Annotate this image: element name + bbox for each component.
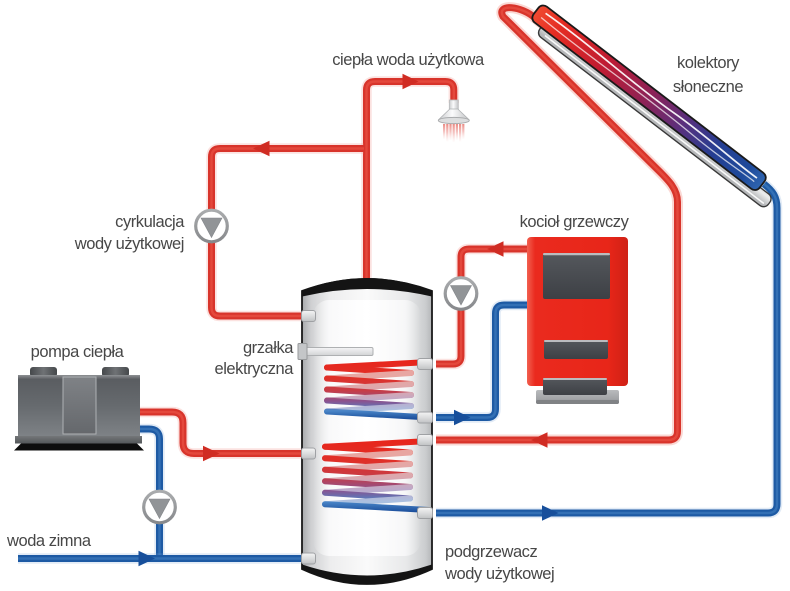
heat-pump-cap-left	[30, 367, 57, 377]
heater-rod	[304, 347, 374, 356]
solar-return-pipe-segment-3	[436, 183, 779, 515]
heat-pump-supply-pipe-segment-3	[139, 410, 306, 455]
labels: ciepła woda użytkowa kolektory słoneczne…	[6, 51, 744, 583]
label-heat-pump: pompa ciepła	[31, 343, 125, 361]
tank-top-cap	[301, 278, 433, 297]
lower-coil	[322, 438, 432, 513]
boiler-door-middle-rect-2	[544, 340, 608, 342]
arrow-boiler-return-right	[454, 409, 471, 426]
boiler-rect-1	[536, 400, 619, 404]
cold-water-pump-segment-1	[148, 498, 171, 520]
tank-inner-panel	[313, 300, 421, 556]
flow-arrows	[138, 73, 559, 567]
shower-water-rect-2	[446, 124, 449, 142]
heat-pump-plate	[14, 443, 144, 451]
heat-pump-return-pipe	[139, 423, 165, 559]
lower-coil-segment-12	[322, 501, 432, 513]
boiler	[527, 237, 628, 404]
tank-bottom-cap	[301, 564, 433, 585]
heat-pump-center-panel	[62, 376, 97, 435]
label-collectors-1: kolektory	[677, 54, 740, 72]
boiler-door-bottom	[543, 378, 607, 395]
label-cold-water: woda zimna	[6, 532, 92, 550]
tank-stubs-rect-7	[417, 507, 433, 519]
shower-water-rect-5	[455, 124, 458, 140]
boiler-pump	[443, 276, 479, 311]
upper-coil	[324, 359, 432, 421]
circulation-pump	[194, 208, 229, 244]
arrow-hot-water-right	[402, 73, 419, 90]
shower-water	[443, 124, 465, 142]
heater-flange	[297, 343, 308, 360]
collector-tube	[531, 4, 767, 191]
boiler-return-pipe	[436, 299, 530, 423]
solar-collector	[531, 4, 772, 208]
arrow-solar-return-right	[542, 505, 559, 521]
solar-return-pipe	[436, 179, 783, 519]
shower-water-rect-7	[462, 124, 465, 139]
heat-pump-supply-pipe	[139, 406, 306, 459]
boiler-door-bottom-rect-2	[543, 378, 607, 380]
shower-rim	[437, 116, 470, 125]
shower-head	[437, 99, 470, 142]
upper-coil-segment-10	[324, 408, 432, 421]
shower-water-rect-4	[452, 124, 455, 142]
tank-stubs	[301, 310, 433, 565]
arrow-solar-supply-left	[531, 432, 548, 448]
heat-pump-return-pipe-segment-3	[139, 427, 161, 559]
label-circulation-1: cyrkulacja	[115, 213, 185, 231]
solar-collector-segment-3	[540, 16, 755, 183]
arrow-circulation-left	[253, 140, 270, 157]
label-tank-1: podgrzewacz	[445, 543, 537, 561]
boiler-door-middle-rect-1	[544, 340, 608, 359]
boiler-door-top-rect-2	[543, 253, 610, 256]
solar-supply-pipe-segment-3	[436, 6, 679, 442]
heat-pump-cap-right	[102, 367, 129, 377]
boiler-pump-segment-1	[449, 285, 473, 306]
circulation-pump-segment-1	[200, 217, 223, 239]
boiler-door-top-rect-1	[543, 253, 610, 299]
shower-water-rect-3	[449, 124, 452, 140]
tank-stubs-rect-2	[301, 447, 316, 460]
label-hot-water: ciepła woda użytkowa	[332, 51, 485, 69]
tank-stubs-rect-4	[417, 358, 433, 370]
label-heater-2: elektryczna	[214, 360, 294, 378]
boiler-door-top	[543, 253, 610, 299]
arrow-cold-water-right	[138, 550, 155, 567]
label-circulation-2: wody użytkowej	[74, 235, 184, 253]
boiler-door-middle	[544, 340, 608, 359]
tank-stubs-rect-3	[301, 552, 316, 565]
shower-water-rect-1	[443, 124, 446, 139]
electric-heater	[297, 343, 374, 360]
boiler-door-bottom-rect-1	[543, 378, 607, 395]
solar-collector-segment-2	[545, 12, 758, 179]
tank-stubs-rect-6	[417, 434, 433, 446]
cold-water-pump	[142, 489, 177, 525]
tank	[297, 278, 433, 585]
heat-pump	[14, 367, 144, 451]
label-collectors-2: słoneczne	[673, 78, 744, 96]
tank-stubs-rect-5	[417, 411, 433, 424]
solar-supply-pipe	[436, 2, 683, 446]
solar-collector-segment-1	[544, 34, 765, 205]
heat-pump-base	[15, 436, 142, 444]
arrow-heat-pump-right	[203, 445, 220, 462]
label-tank-2: wody użytkowej	[444, 565, 554, 583]
arrow-boiler-supply-left	[487, 241, 504, 257]
label-heater-1: grzałka	[243, 339, 294, 357]
tank-stubs-rect-1	[301, 310, 316, 322]
boiler-return-pipe-segment-3	[436, 303, 530, 419]
shower-water-rect-6	[459, 124, 462, 142]
label-boiler: kocioł grzewczy	[520, 213, 630, 231]
